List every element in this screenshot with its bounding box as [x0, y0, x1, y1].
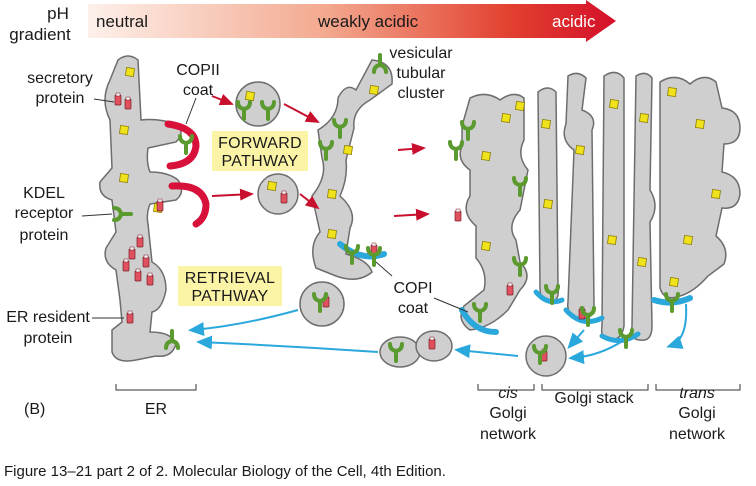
figure-caption: Figure 13–21 part 2 of 2. Molecular Biol…	[4, 463, 446, 480]
copii-label-1: COPII	[176, 62, 220, 79]
copii-coat-bottom	[168, 182, 210, 228]
copi-label-1: COPI	[393, 280, 432, 297]
vtc-label-3: cluster	[397, 85, 445, 102]
er-resident-label-1: ER resident	[6, 309, 90, 326]
copi-leader-1	[375, 261, 393, 277]
trans-label-2: Golgi	[678, 405, 715, 422]
ph-title-line1: pH	[47, 4, 69, 23]
kdel-leader	[81, 213, 113, 217]
copii-coat-top	[164, 120, 200, 170]
copii-leader	[185, 97, 197, 125]
trans-label-1: trans	[679, 385, 715, 402]
copi-label-2: coat	[398, 300, 429, 317]
copi-coat-vtc	[337, 241, 387, 260]
copi-coat-stack-2	[563, 307, 605, 325]
ph-gradient-arrow	[88, 0, 616, 42]
trans-label-3: network	[669, 426, 726, 443]
panel-label: (B)	[24, 401, 45, 418]
copi-coat-cis	[459, 307, 499, 335]
cis-label-2: Golgi	[489, 405, 526, 422]
kdel-label-2: receptor	[15, 205, 74, 222]
vtc-label-1: vesicular	[389, 45, 453, 62]
secretory-label-2: protein	[36, 90, 85, 107]
cis-label-1: cis	[498, 385, 518, 402]
retrieval-label-1: RETRIEVAL	[185, 270, 275, 287]
copi-coat-stack-3	[599, 331, 641, 343]
vesicular-tubular-cluster	[311, 59, 393, 280]
retrieval-label-2: PATHWAY	[191, 288, 268, 305]
copii-vesicle-2	[257, 173, 299, 215]
golgi-cisterna-3	[600, 71, 625, 341]
copi-leader-2	[433, 297, 469, 313]
ph-acidic-label: acidic	[552, 12, 596, 31]
retrieval-pathway-box	[178, 266, 282, 306]
kdel-label-1: KDEL	[23, 185, 65, 202]
retrieval-arrows	[188, 303, 688, 365]
er-label: ER	[145, 401, 167, 418]
forward-pathway-box	[212, 131, 308, 171]
forward-label-2: PATHWAY	[221, 153, 298, 170]
cis-label-3: network	[480, 426, 537, 443]
forward-label-1: FORWARD	[218, 135, 302, 152]
golgi-stack-label: Golgi stack	[554, 390, 634, 407]
cis-golgi-network	[459, 93, 529, 331]
stack-bracket	[541, 384, 649, 391]
ph-title-line2: gradient	[9, 25, 71, 44]
vtc-label-2: tubular	[397, 65, 447, 82]
copi-vesicle-2	[379, 336, 421, 368]
cis-bracket	[477, 384, 535, 391]
ph-weakly-acidic-label: weakly acidic	[317, 12, 419, 31]
forward-arrows	[211, 93, 430, 221]
ph-neutral-label: neutral	[96, 12, 148, 31]
er-bracket	[115, 384, 197, 391]
kdel-label-3: protein	[20, 227, 69, 244]
golgi-cisterna-2	[563, 72, 595, 319]
trans-bracket	[655, 384, 741, 391]
trans-golgi-network	[659, 76, 741, 299]
copii-label-2: coat	[183, 82, 214, 99]
copi-coat-stack-1	[533, 289, 565, 305]
er-resident-label-2: protein	[24, 330, 73, 347]
secretory-leader	[93, 98, 115, 103]
secretory-label-1: secretory	[27, 70, 93, 87]
